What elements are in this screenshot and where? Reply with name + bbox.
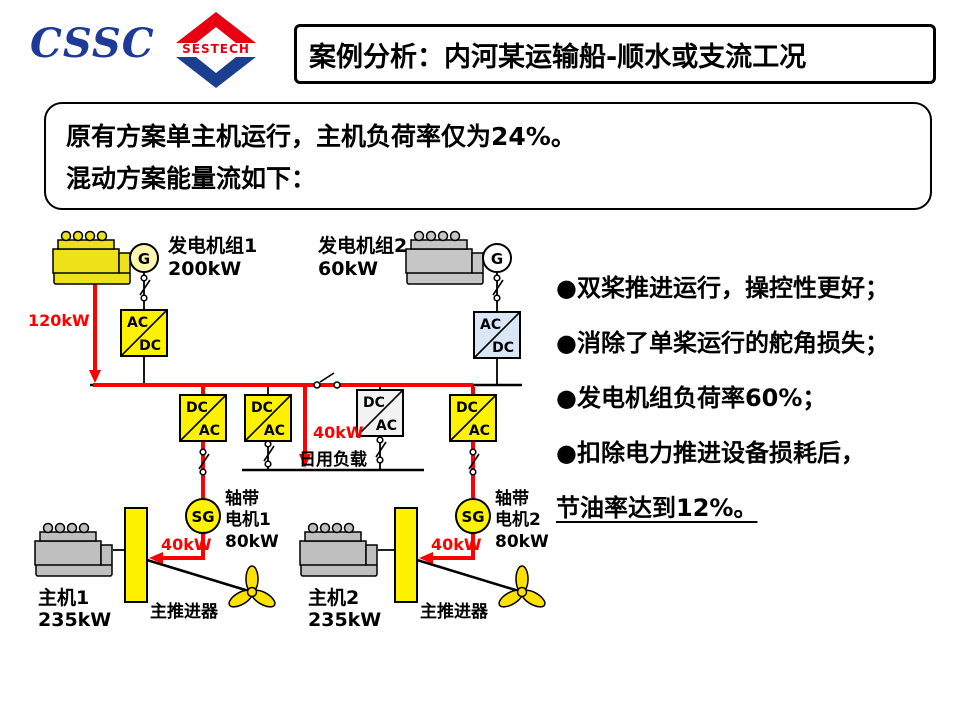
switch-icon [375, 436, 387, 464]
title-box: 案例分析：内河某运输船-顺水或支流工况 [294, 24, 936, 84]
propeller1-label: 主推进器 [150, 601, 219, 622]
main-engine2-icon [299, 522, 378, 577]
switch-icon [139, 274, 151, 302]
main-engine1-power: 235kW [38, 609, 111, 631]
genset1-label: 发电机组1 [167, 234, 257, 257]
bullet-item-3: ●发电机组负荷率60%； [556, 384, 827, 412]
dcac1-top-label: DC [186, 400, 208, 416]
acdc2-bottom-label: DC [492, 340, 514, 356]
gearbox2 [394, 507, 418, 603]
switch-icon [263, 440, 275, 468]
cssc-logo: CSSC [30, 20, 155, 67]
shaft-motor1-label-1: 轴带 [225, 488, 259, 509]
shaft-motor2-symbol: SG [461, 508, 484, 526]
converter-acdc1: AC DC [120, 309, 168, 357]
flow-shaft1-line [162, 532, 205, 560]
energy-flow-diagram: G G AC DC AC DC DC AC DC AC [28, 230, 549, 631]
dcac3-bottom-label: AC [376, 418, 397, 434]
genset1-generator-circle: G [129, 243, 159, 273]
daily-load-label: 日用负载 [299, 449, 367, 470]
shaft-motor2-label-1: 轴带 [495, 488, 529, 509]
sestech-logo-text: SESTECH [182, 42, 250, 56]
shaft-motor1-power: 80kW [225, 532, 279, 552]
shaft-line-1 [146, 558, 253, 594]
flow-daily-label: 40kW [313, 423, 364, 442]
bullet-item-5: 节油率达到12%。 [556, 494, 758, 522]
dcac4-bottom-label: AC [469, 423, 490, 439]
converter-dcac3: DC AC [356, 389, 404, 437]
genset2-engine-icon [405, 230, 484, 285]
flow-arrow-down-icon [89, 370, 101, 383]
genset1-symbol: G [138, 250, 150, 268]
main-engine2-label: 主机2 [308, 587, 359, 609]
summary-box: 原有方案单主机运行，主机负荷率仅为24%。 混动方案能量流如下： [44, 102, 932, 210]
genset1-power: 200kW [168, 258, 241, 280]
genset2-power: 60kW [318, 258, 378, 280]
bullet-item-2: ●消除了单桨运行的舵角损失； [556, 329, 889, 357]
dcac3-top-label: DC [363, 395, 385, 411]
shaft-motor1-circle: SG [185, 498, 221, 534]
genset2-generator-circle: G [482, 243, 512, 273]
main-engine2-power: 235kW [308, 609, 381, 631]
dcac4-top-label: DC [456, 400, 478, 416]
converter-acdc2: AC DC [473, 311, 521, 359]
summary-line-1: 原有方案单主机运行，主机负荷率仅为24%。 [66, 122, 576, 151]
switch-icon [198, 448, 210, 476]
bus-tie-switch-icon [313, 372, 341, 389]
sestech-down-arrow-icon [176, 57, 256, 88]
bullet-item-1: ●双桨推进运行，操控性更好； [556, 274, 889, 302]
shaft-motor1-label-2: 电机1 [225, 509, 271, 530]
flow-gen1-label: 120kW [28, 311, 90, 330]
flow-shaft2-line [432, 532, 475, 560]
benefit-list: ●双桨推进运行，操控性更好； ●消除了单桨运行的舵角损失； ●发电机组负荷率60… [556, 272, 956, 547]
switch-icon [468, 448, 480, 476]
acdc2-top-label: AC [480, 317, 501, 333]
converter-dcac1: DC AC [179, 394, 227, 442]
flow-arrow-daily-icon [299, 454, 311, 468]
flow-shaft2-label: 40kW [431, 535, 482, 554]
shaft-motor2-power: 80kW [495, 532, 549, 552]
switch-icon [492, 274, 504, 302]
flow-arrow-shaft2-icon [419, 552, 433, 564]
dcac2-bottom-label: AC [264, 423, 285, 439]
shaft-motor2-circle: SG [455, 498, 491, 534]
acdc1-top-label: AC [127, 315, 148, 331]
shaft-line-2 [416, 558, 523, 594]
main-engine1-icon [34, 522, 113, 577]
converter-dcac4: DC AC [449, 394, 497, 442]
bullet-item-4: ●扣除电力推进设备损耗后， [556, 439, 865, 467]
shaft-motor1-symbol: SG [191, 508, 214, 526]
sestech-logo-icon: SESTECH [176, 12, 256, 88]
shaft-motor2-label-2: 电机2 [495, 509, 541, 530]
converter-dcac2: DC AC [244, 394, 292, 442]
page-title: 案例分析：内河某运输船-顺水或支流工况 [309, 41, 807, 73]
sestech-up-arrow-icon [176, 12, 256, 43]
genset2-symbol: G [491, 250, 503, 268]
acdc1-bottom-label: DC [139, 338, 161, 354]
propeller2-label: 主推进器 [420, 601, 489, 622]
genset2-label: 发电机组2 [317, 234, 407, 257]
main-engine1-label: 主机1 [38, 587, 89, 609]
dcac1-bottom-label: AC [199, 423, 220, 439]
genset1-engine-icon [52, 230, 131, 285]
dcac2-top-label: DC [251, 400, 273, 416]
propeller1-icon [225, 565, 279, 611]
summary-line-2: 混动方案能量流如下： [66, 164, 317, 193]
propeller2-icon [495, 565, 549, 611]
flow-arrow-shaft1-icon [149, 552, 163, 564]
flow-shaft1-label: 40kW [161, 535, 212, 554]
gearbox1 [124, 507, 148, 603]
